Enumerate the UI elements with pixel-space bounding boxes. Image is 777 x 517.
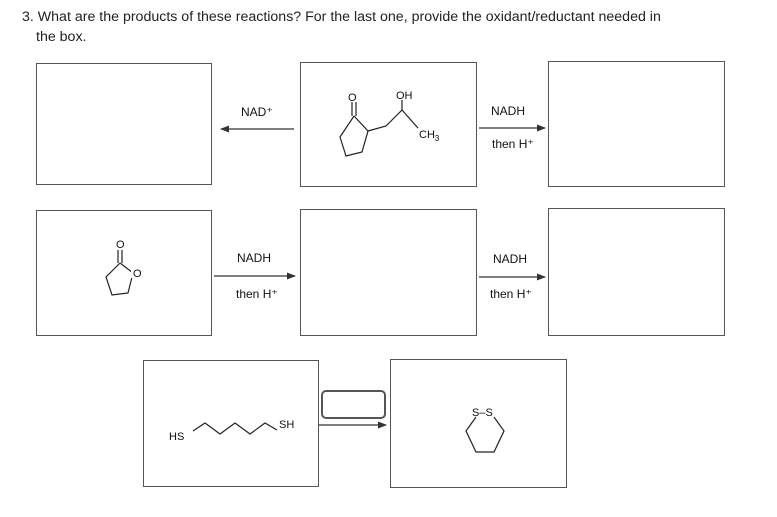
question-text: 3. What are the products of these reacti… <box>22 7 762 47</box>
reactant-box-keto-alcohol <box>300 62 477 187</box>
question-line-1: 3. What are the products of these reacti… <box>22 9 661 25</box>
reagent-answer-box[interactable] <box>321 390 386 419</box>
keto-alcohol-structure: O OH CH3 <box>339 90 440 157</box>
reagent-label-r2-top: NADH <box>237 251 272 265</box>
reactant-box-lactone <box>36 210 212 336</box>
reagent-label-r4-top: NADH <box>491 104 526 118</box>
atom-sh: SH <box>279 419 294 431</box>
dithiol-structure: HS SH <box>169 419 294 443</box>
atom-ch3: CH3 <box>419 129 440 143</box>
answer-box-product-oxidation[interactable] <box>36 63 212 185</box>
reagent-label-r4-bottom: then H⁺ <box>492 137 534 151</box>
atom-s-s: S–S <box>472 407 493 419</box>
reagent-label-r3-bottom: then H⁺ <box>490 287 532 301</box>
answer-box-product-reduction-3[interactable] <box>548 208 725 336</box>
atom-o: O <box>348 92 357 104</box>
atom-hs: HS <box>169 431 184 443</box>
answer-box-product-reduction-2[interactable] <box>300 209 477 336</box>
reagent-label-r3-top: NADH <box>493 252 528 266</box>
dithiane-structure: S–S <box>465 407 505 453</box>
question-line-2: the box. <box>36 29 87 45</box>
atom-oh: OH <box>396 90 413 102</box>
reagent-label-r2-bottom: then H⁺ <box>236 287 278 301</box>
atom-o-carbonyl: O <box>116 239 125 251</box>
product-box-dithiane <box>390 359 567 488</box>
reagent-label-r1: NAD⁺ <box>241 105 273 119</box>
atom-o-ring: O <box>133 268 142 280</box>
reactant-box-dithiol <box>143 360 319 487</box>
answer-box-product-reduction-1[interactable] <box>548 61 725 187</box>
lactone-structure: O O <box>105 239 142 296</box>
